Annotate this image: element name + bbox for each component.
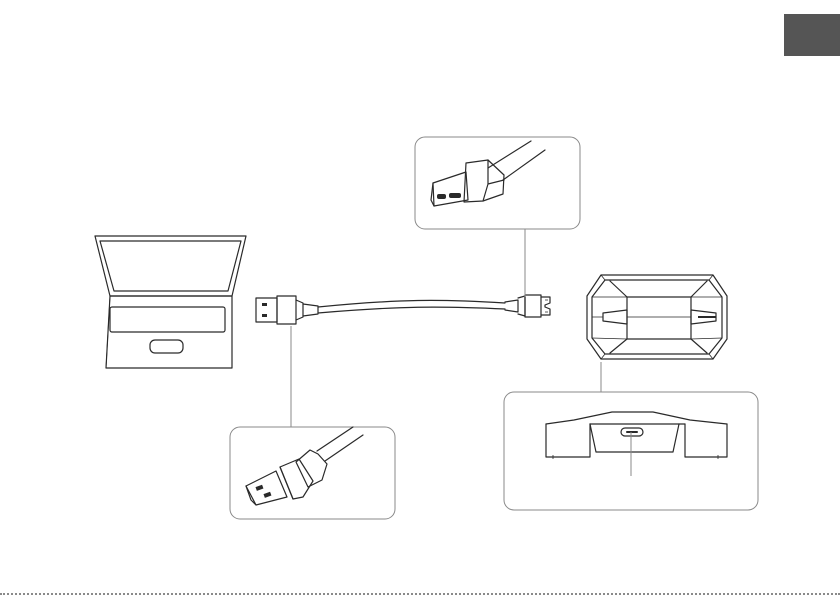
- usb-cable: [256, 295, 550, 324]
- usb-a-plug-icon: [256, 296, 318, 324]
- bottom-rule: [0, 593, 840, 595]
- usb-a-detail-callout: [230, 427, 395, 519]
- laptop-icon: [95, 236, 246, 368]
- micro-b-detail-callout: [415, 137, 580, 229]
- usb-micro-b-plug-icon: [505, 295, 550, 317]
- external-hard-drive-icon: [587, 275, 727, 359]
- drive-port-detail-callout: [504, 392, 758, 510]
